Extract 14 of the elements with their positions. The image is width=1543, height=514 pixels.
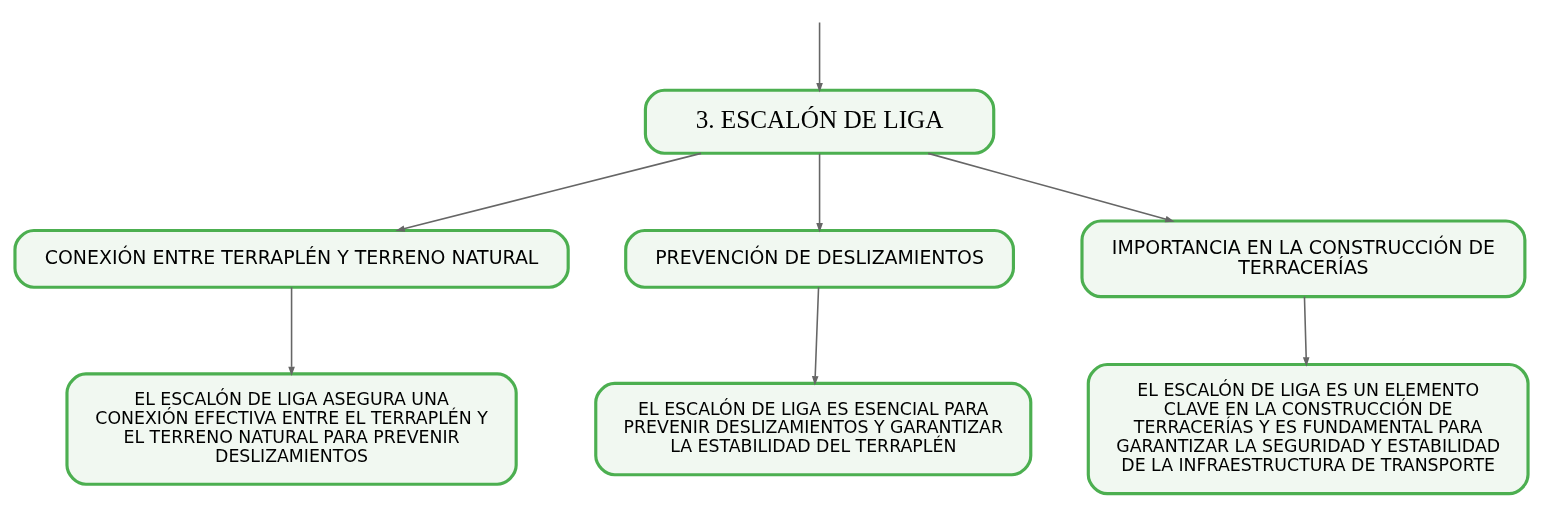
node-box: EL ESCALÓN DE LIGA ES ESENCIAL PARA PREVENIR DESLIZAMIENTOS Y GARANTIZAR LA ESTABILIDAD DEL TERRAPLÉN [594,381,1033,476]
node-box: IMPORTANCIA EN LA CONSTRUCCIÓN DE TERRACERÍAS [1080,218,1527,298]
arrow [288,285,295,376]
node-box: 3. ESCALÓN DE LIGA [643,88,996,155]
arrow [1302,295,1310,367]
arrow [816,21,823,92]
arrow [395,152,702,232]
arrow [927,152,1175,222]
node-box: PREVENCIÓN DE DESLIZAMIENTOS [624,228,1015,289]
node-box: EL ESCALÓN DE LIGA ASEGURA UNA CONEXIÓN EFECTIVA ENTRE EL TERRAPLÉN Y EL TERRENO NATURAL PARA PREVENIR DESLIZAMIENTOS [65,371,518,486]
arrow [816,152,823,233]
node-box: EL ESCALÓN DE LIGA ES UN ELEMENTO CLAVE EN LA CONSTRUCCIÓN DE TERRACERÍAS Y ES FUNDAMENTAL PARA GARANTIZAR LA SEGURIDAD Y ESTABILIDAD DE LA INFRAESTRUCTURA DE TRANSPORTE [1086,362,1530,495]
arrow [811,285,820,385]
node-box: CONEXIÓN ENTRE TERRAPLÉN Y TERRENO NATURAL [13,228,570,289]
